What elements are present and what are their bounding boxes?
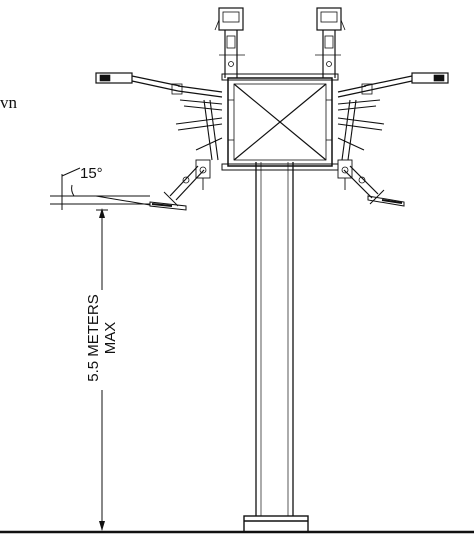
right-lower-arm bbox=[343, 165, 405, 207]
height-label-line2: MAX bbox=[102, 322, 119, 355]
pole bbox=[255, 162, 294, 516]
central-housing bbox=[221, 73, 339, 171]
left-lower-arm bbox=[149, 165, 205, 211]
right-bracing bbox=[337, 99, 385, 190]
arrowhead-top bbox=[99, 208, 105, 218]
right-upper-arm bbox=[337, 72, 449, 111]
arrowhead-bottom bbox=[99, 521, 105, 531]
left-bracing bbox=[175, 99, 223, 190]
left-upper-arm bbox=[95, 72, 223, 111]
angle-label: 15° bbox=[80, 165, 103, 182]
pole-base-plate bbox=[243, 515, 309, 533]
upper-left-mast bbox=[214, 7, 245, 78]
angle-indicator bbox=[50, 167, 151, 210]
height-label-line1: 5.5 METERS bbox=[85, 294, 102, 382]
upper-right-mast bbox=[315, 7, 346, 78]
cutoff-text: vn bbox=[0, 93, 18, 112]
